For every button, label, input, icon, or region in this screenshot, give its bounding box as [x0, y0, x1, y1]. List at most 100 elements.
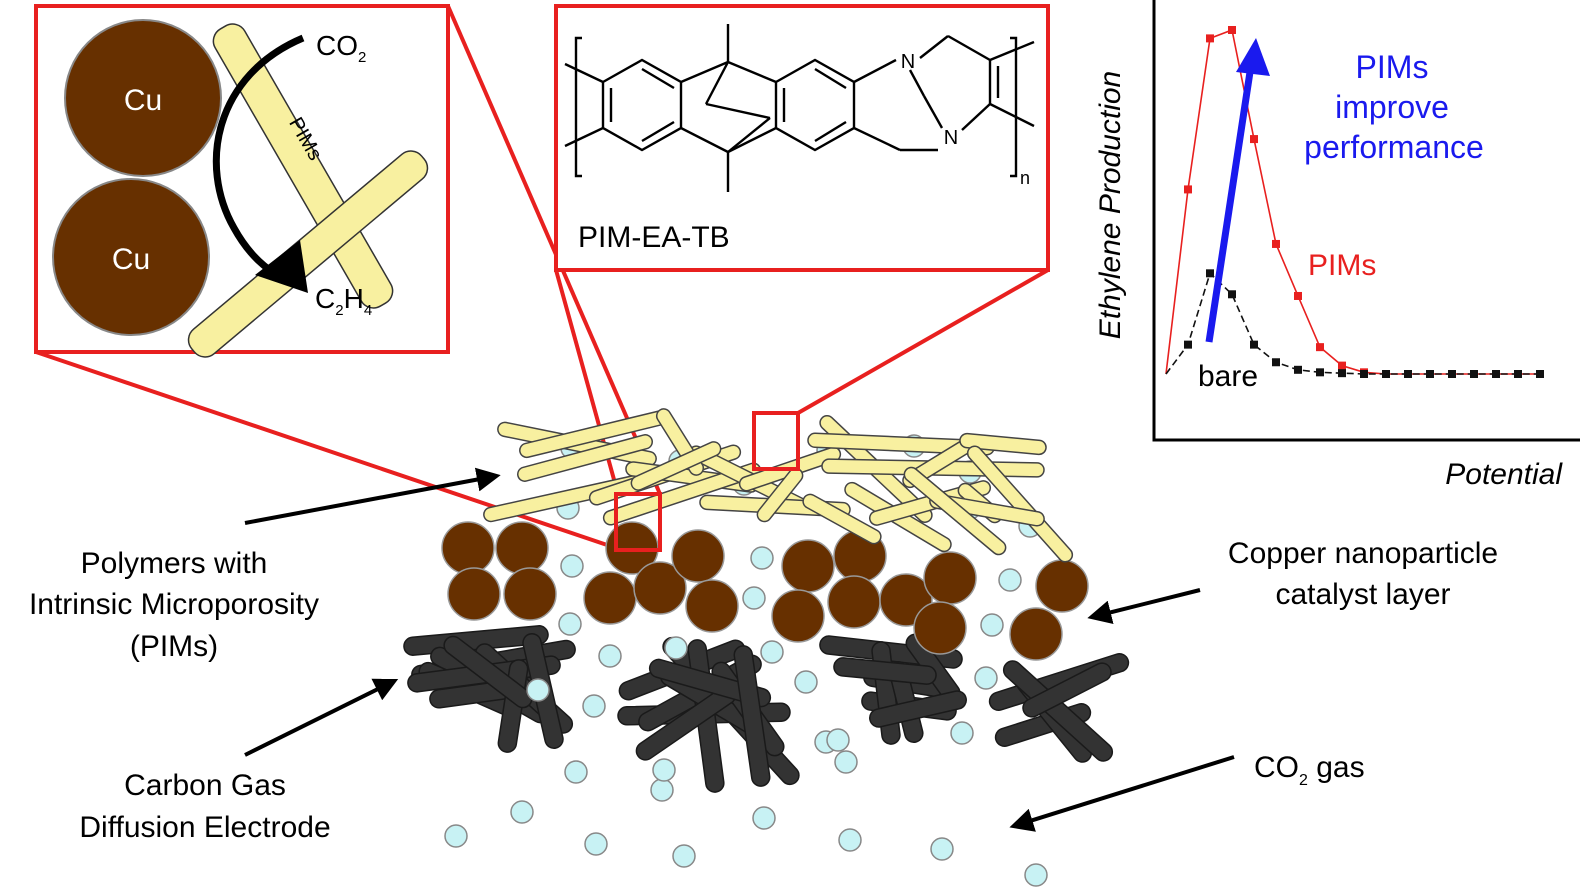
point-bare-2	[1206, 269, 1214, 278]
annotation-line-2: improve	[1335, 89, 1449, 125]
arrow-co2	[1009, 755, 1235, 832]
co2-bubble-34	[752, 806, 776, 830]
carbon-fiber-10	[443, 635, 533, 709]
series-label-bare: bare	[1198, 360, 1258, 393]
atom-n-bottom: N	[944, 127, 958, 149]
point-bare-3	[1228, 290, 1236, 299]
reaction-arrow-head	[255, 240, 308, 293]
co2-bubble-12	[598, 644, 622, 668]
chart-series	[1165, 26, 1544, 378]
cu-nanoparticle-12	[827, 575, 881, 629]
point-bare-14	[1470, 370, 1478, 378]
reaction-arrow	[212, 34, 305, 282]
pims-label-1: Polymers with	[81, 547, 268, 580]
cu-nanoparticle-10	[781, 539, 835, 593]
pim-fiber-segment-25	[630, 441, 722, 491]
carbon-label-1: Carbon Gas	[124, 769, 286, 802]
co2-bubble-31	[584, 832, 608, 856]
point-bare-15	[1492, 370, 1500, 378]
co2-bubble-25	[974, 666, 998, 690]
atom-n-top: N	[901, 51, 915, 73]
cu-nanoparticle-13	[771, 589, 825, 643]
co2-bubble-38	[652, 758, 676, 782]
copper-label-1: Copper nanoparticle	[1228, 537, 1498, 570]
co2-bubble-11	[558, 612, 582, 636]
co2-gas-label: CO2 gas	[1254, 751, 1365, 789]
arrow-copper	[1087, 588, 1201, 624]
cu-particle-1	[64, 19, 222, 177]
cu-nanoparticle-3	[447, 567, 501, 621]
point-bare-16	[1514, 370, 1522, 378]
carbon-fiber-33	[1022, 662, 1112, 718]
ethylene-chart: Ethylene Production Potential PIMs impro…	[1094, 0, 1580, 491]
structure-frame	[554, 4, 1050, 272]
co2-bubble-20	[826, 728, 850, 752]
chart-ylabel: Ethylene Production	[1094, 71, 1127, 340]
co2-bubble-30	[444, 824, 468, 848]
cu-nanoparticle-15	[923, 551, 977, 605]
co2-bubble-27	[582, 694, 606, 718]
layer-labels: Polymers with Intrinsic Microporosity (P…	[29, 537, 1498, 844]
co2-bubble-28	[564, 760, 588, 784]
zoom-box-catalyst	[614, 492, 662, 552]
point-bare-5	[1272, 358, 1280, 367]
zoom-box-polymer	[752, 411, 800, 471]
point-bare-9	[1360, 370, 1368, 378]
point-pims-5	[1272, 239, 1280, 248]
co2-bubble-37	[1024, 863, 1048, 887]
point-bare-1	[1184, 340, 1192, 349]
co2-bubble-15	[750, 546, 774, 570]
series-label-pims: PIMs	[1308, 249, 1376, 282]
chart-xlabel: Potential	[1445, 458, 1563, 491]
cu-nanoparticle-9	[685, 579, 739, 633]
point-pims-4	[1250, 135, 1258, 144]
point-bare-10	[1382, 370, 1390, 378]
co2-bubble-21	[834, 750, 858, 774]
pims-label-3: (PIMs)	[130, 630, 218, 663]
point-pims-7	[1316, 343, 1324, 352]
co2-bubble-24	[980, 613, 1004, 637]
pim-fiber-layer	[483, 408, 1074, 563]
co2-bubble-26	[526, 678, 550, 702]
annotation-line-3: performance	[1304, 129, 1484, 165]
annotation-line-1: PIMs	[1356, 49, 1429, 85]
carbon-fiber-32	[1002, 660, 1114, 762]
copper-label-2: catalyst layer	[1275, 578, 1450, 611]
cu-nanoparticle-4	[503, 567, 557, 621]
point-bare-8	[1338, 369, 1346, 378]
point-pims-6	[1294, 291, 1302, 300]
carbon-label-2: Diffusion Electrode	[79, 811, 330, 844]
point-bare-17	[1536, 370, 1544, 378]
inset-structure: N N n PIM-EA-TB	[554, 4, 1050, 272]
structure-name: PIM-EA-TB	[578, 221, 730, 254]
copper-nanoparticle-layer	[441, 521, 1089, 661]
cu-particle-2	[52, 178, 210, 336]
co2-label: CO2	[316, 30, 366, 66]
carbon-fiber-layer	[403, 625, 1130, 793]
cu-nanoparticle-7	[633, 561, 687, 615]
point-bare-13	[1448, 370, 1456, 378]
pim-fiber-segment-18	[959, 432, 1047, 456]
point-bare-4	[1250, 340, 1258, 349]
co2-bubble-10	[560, 554, 584, 578]
cu-nanoparticle-1	[441, 521, 495, 575]
carbon-fiber-28	[833, 657, 937, 685]
series-line-pims	[1165, 28, 1540, 375]
carbon-fiber-27	[869, 690, 967, 728]
chart-axes	[1152, 0, 1580, 442]
point-bare-7	[1316, 368, 1324, 377]
co2-bubble-32	[650, 778, 674, 802]
c2h4-label: C2H4	[315, 283, 372, 319]
series-line-bare	[1165, 271, 1540, 375]
co2-bubble-23	[998, 568, 1022, 592]
co2-bubble-22	[950, 721, 974, 745]
point-bare-11	[1404, 370, 1412, 378]
co2-bubble-36	[930, 837, 954, 861]
pim-fiber-2	[187, 150, 429, 358]
inset-catalyst: PIMs Cu Cu CO2 C2H4	[34, 4, 450, 358]
co2-bubble-18	[794, 670, 818, 694]
cu-label-1: Cu	[124, 84, 162, 117]
structure-drawing	[564, 24, 1035, 192]
pointer-arrows	[244, 467, 1235, 832]
